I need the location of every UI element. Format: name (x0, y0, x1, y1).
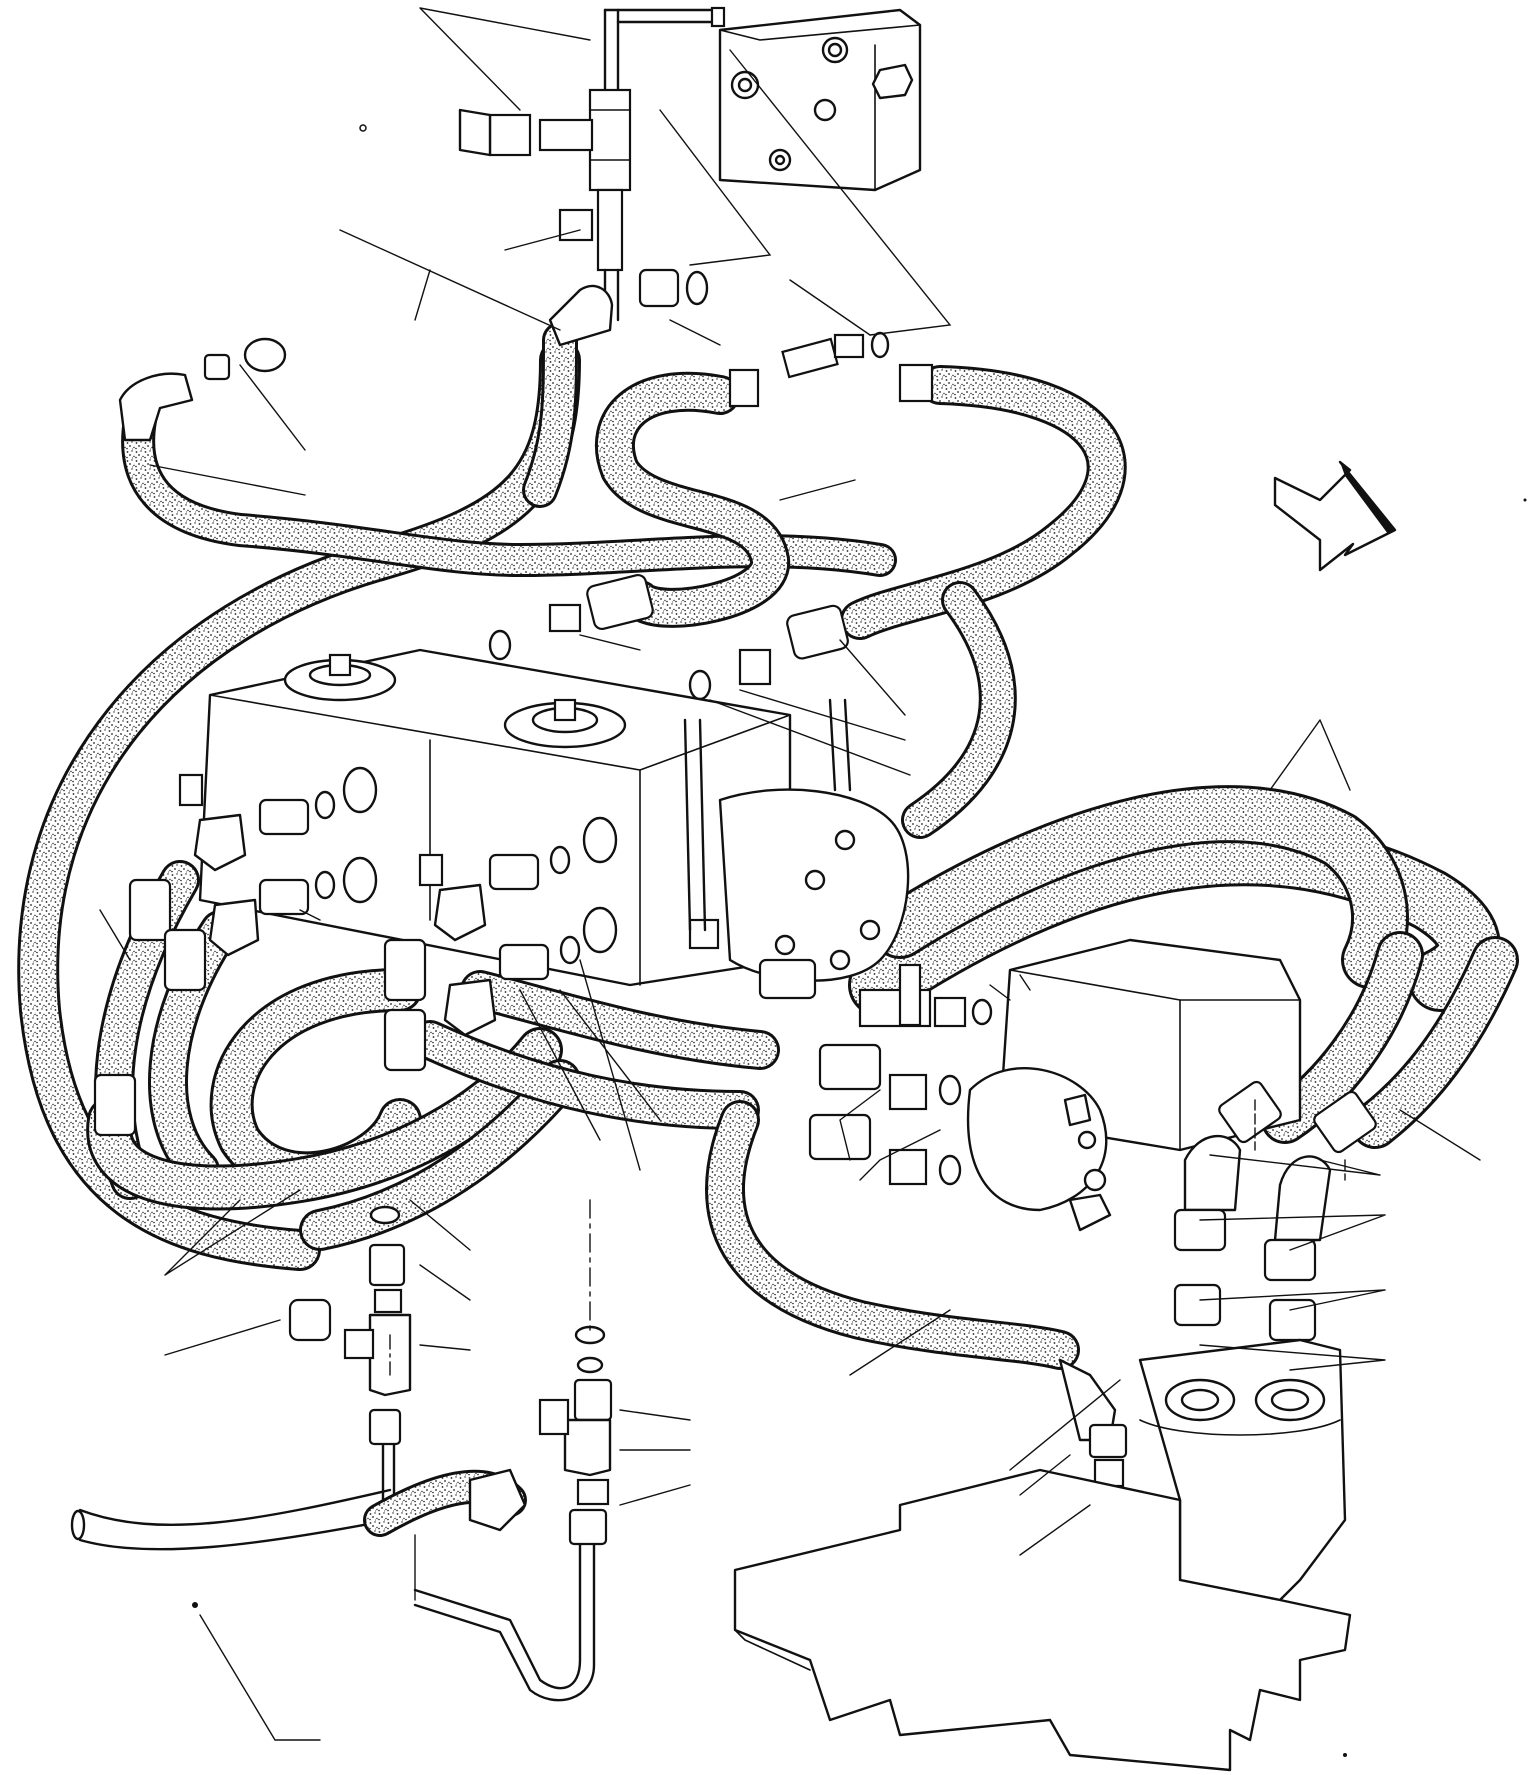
valve-fittings (118, 268, 934, 442)
direction-arrow-icon (1273, 460, 1397, 572)
top-pipe-assembly (458, 6, 726, 322)
hose-to-tank (705, 1100, 1080, 1370)
tandem-gear-pump (178, 648, 910, 987)
lower-center-tee (413, 1325, 613, 1702)
bottom-left-hose (70, 1468, 527, 1551)
hose-middle (410, 970, 780, 1130)
lower-left-tee (288, 1205, 412, 1522)
hose-upper-left (121, 403, 897, 577)
hose-coil-top (595, 371, 790, 628)
hose-right-lower (1261, 931, 1519, 1149)
pump-hose-elbows (93, 813, 497, 1137)
control-valve-block (718, 8, 922, 192)
hose-coil-right (840, 365, 1127, 839)
tank-base-plate (733, 1338, 1352, 1772)
sleeve-hose-large (848, 785, 1501, 1017)
hydraulic-motor (966, 938, 1302, 1232)
stray-marks (192, 124, 1527, 1757)
hose-vertical-top (522, 322, 578, 508)
central-fittings (488, 573, 849, 701)
motor-fittings (758, 958, 993, 1186)
leader-lines (99, 7, 1481, 1741)
pump-port-fittings (258, 790, 581, 981)
hose-group (17, 322, 1519, 1370)
